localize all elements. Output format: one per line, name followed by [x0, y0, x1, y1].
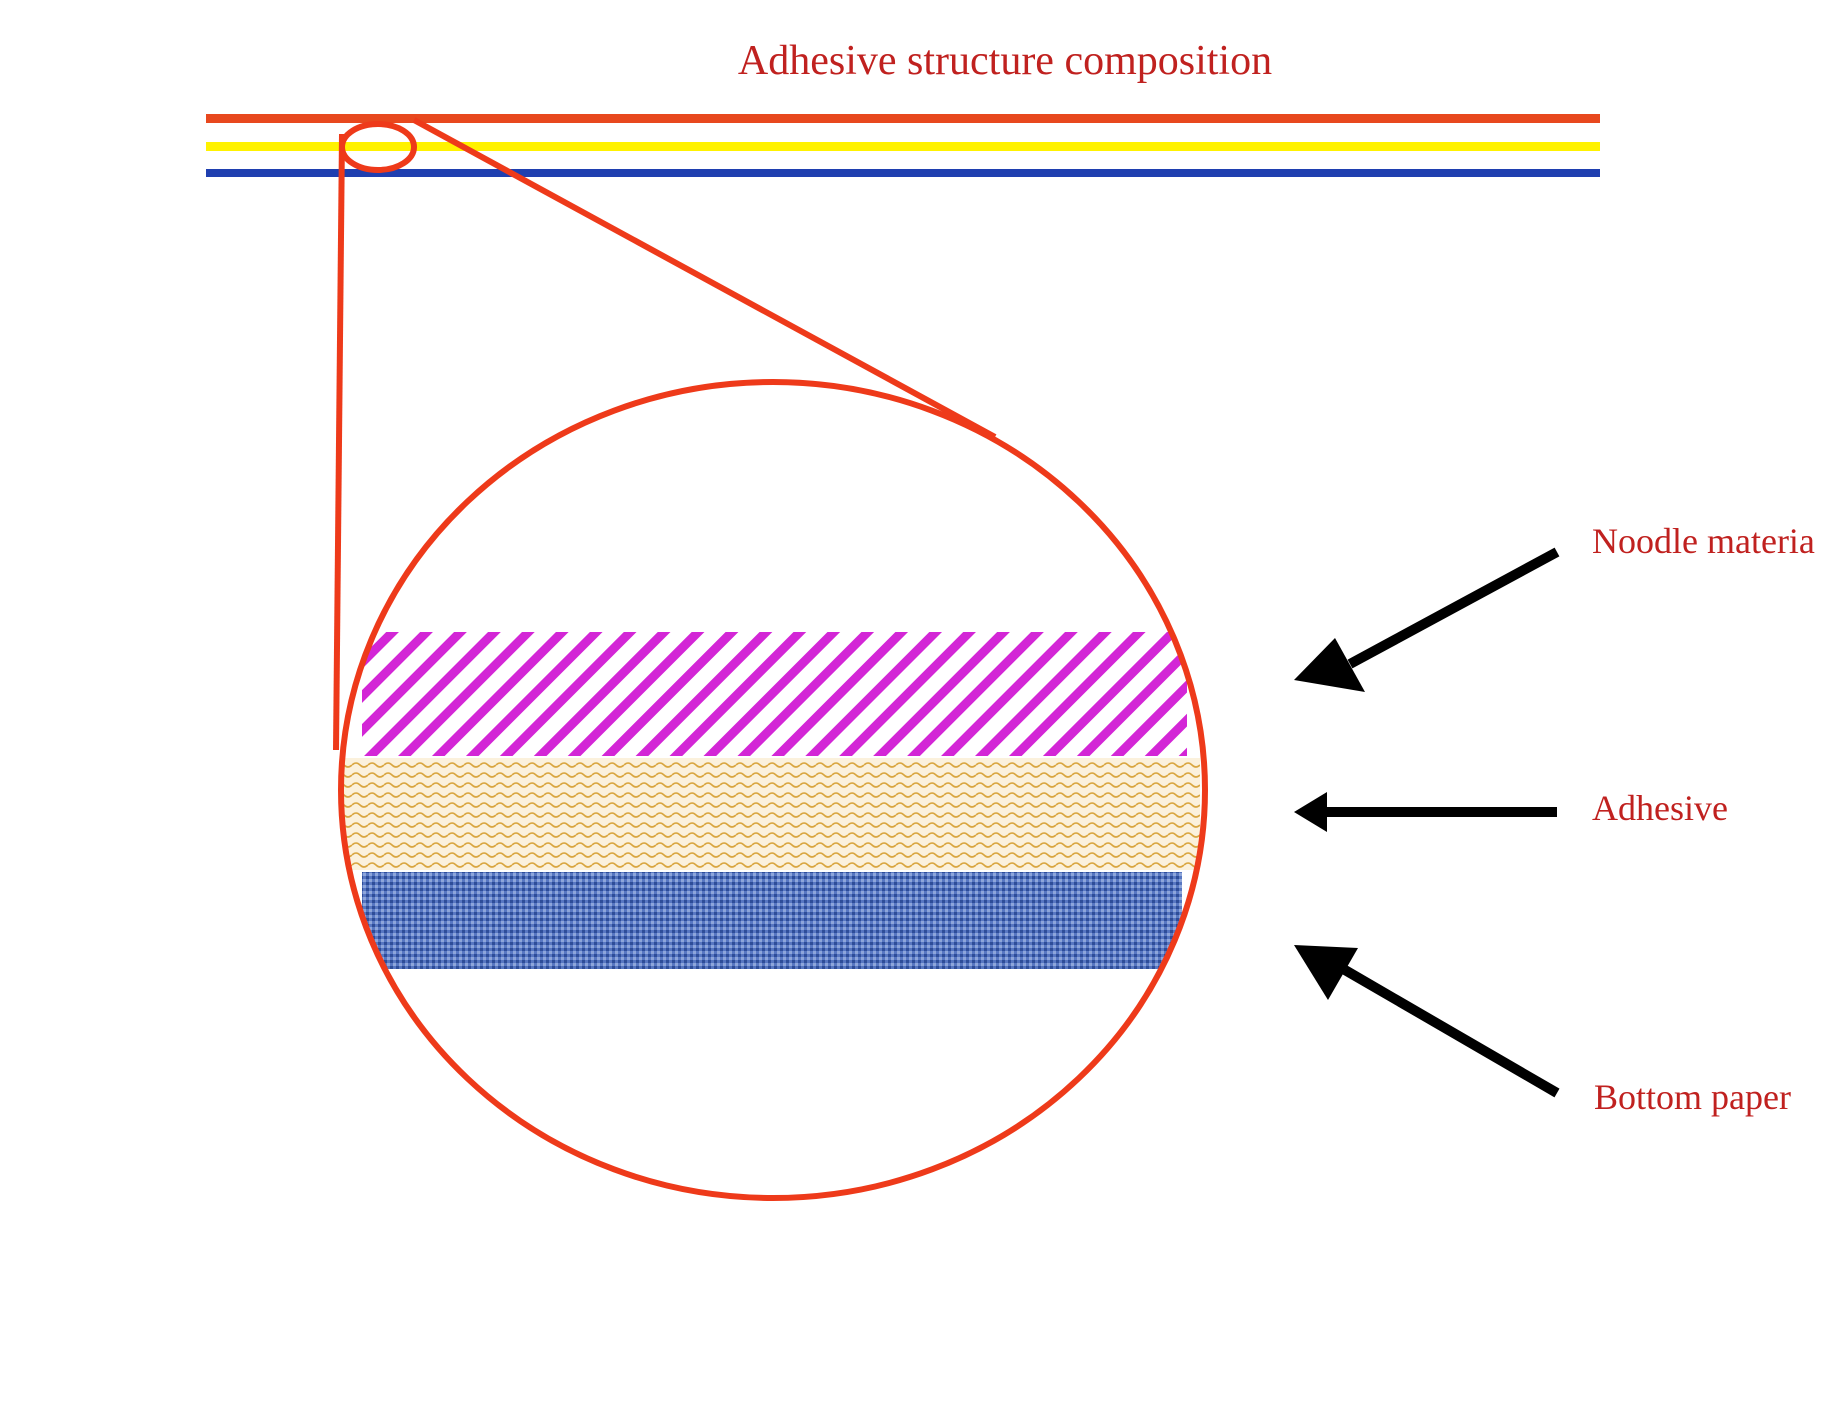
adhesive-layer [341, 758, 1200, 870]
label-bottom-paper: Bottom paper [1594, 1077, 1791, 1117]
label-adhesive: Adhesive [1592, 788, 1728, 828]
magnified-layers [341, 632, 1200, 969]
backing-paper-layer [362, 872, 1182, 969]
arrow-adhesive [1294, 792, 1557, 832]
pointer-arrows [1294, 547, 1560, 1098]
magnifier-circle [338, 379, 1208, 1201]
strip-adhesive-layer [206, 142, 1600, 151]
strip-backing-layer [206, 169, 1600, 177]
face-material-layer [362, 632, 1187, 756]
strip-face-layer [206, 114, 1600, 123]
callout-line-right [412, 117, 997, 440]
arrow-noodle [1294, 547, 1560, 692]
arrow-bottom [1294, 945, 1560, 1098]
magnifier-callout [333, 117, 1208, 1201]
callout-line-left [333, 133, 345, 751]
label-noodle-material: Noodle materia [1592, 521, 1815, 561]
layer-strip [206, 114, 1600, 177]
diagram-title: Adhesive structure composition [738, 38, 1272, 84]
